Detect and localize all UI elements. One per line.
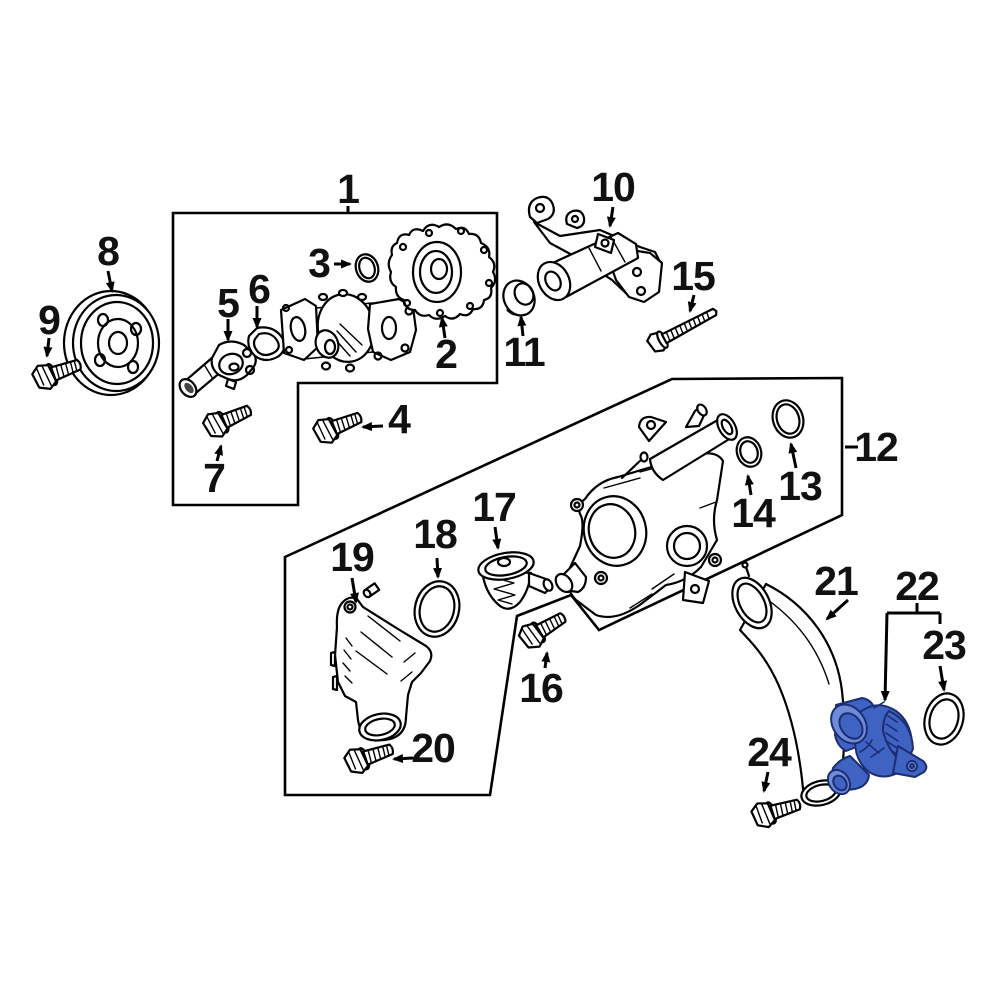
- part-thermostat-housing[interactable]: [552, 403, 741, 619]
- callout-10[interactable]: 10: [591, 164, 636, 210]
- callout-3[interactable]: 3: [308, 240, 331, 286]
- part-bolt-20[interactable]: [341, 735, 398, 778]
- group-box-1: [171, 211, 499, 507]
- part-bypass-connector[interactable]: [176, 340, 257, 401]
- leader-24: [761, 771, 771, 793]
- callout-7[interactable]: 7: [203, 455, 226, 501]
- callout-23[interactable]: 23: [922, 622, 967, 668]
- callout-1[interactable]: 1: [337, 166, 360, 212]
- leader-16: [541, 651, 551, 669]
- callout-14[interactable]: 14: [731, 490, 777, 536]
- callout-13[interactable]: 13: [778, 463, 823, 509]
- part-bracket-10[interactable]: [527, 195, 664, 306]
- callout-2[interactable]: 2: [435, 331, 458, 377]
- leader-13: [788, 442, 798, 469]
- part-seal-11[interactable]: [498, 275, 541, 321]
- leader-15: [687, 294, 697, 313]
- leader-18: [433, 557, 443, 579]
- leader-8: [105, 270, 115, 293]
- leader-lines: [43, 206, 947, 793]
- leader-4: [361, 422, 384, 432]
- part-outlet-tube-21[interactable]: [724, 561, 846, 810]
- callout-18[interactable]: 18: [413, 511, 458, 557]
- part-water-pump-body[interactable]: [279, 288, 418, 373]
- part-thermostat[interactable]: [476, 548, 554, 610]
- leader-14: [744, 474, 754, 496]
- group-box-12: [283, 376, 844, 797]
- callout-8[interactable]: 8: [97, 228, 120, 274]
- callout-5[interactable]: 5: [217, 280, 240, 326]
- leader-7: [214, 444, 224, 462]
- leader-23: [938, 665, 947, 692]
- callout-9[interactable]: 9: [38, 297, 61, 343]
- callout-labels: 1 2 3 4 5 6 7 8 9 10 11 12 13 14 15 16 1…: [38, 164, 967, 775]
- callout-15[interactable]: 15: [671, 253, 716, 299]
- callout-20[interactable]: 20: [411, 725, 456, 771]
- callout-19[interactable]: 19: [330, 534, 375, 580]
- callout-21[interactable]: 21: [814, 558, 859, 604]
- part-bolt-24[interactable]: [748, 790, 805, 832]
- part-water-outlet-highlighted[interactable]: [823, 697, 928, 799]
- leader-22-arrow: [880, 612, 890, 702]
- part-bolt-7[interactable]: [199, 396, 257, 443]
- part-housing-cover-19[interactable]: [329, 582, 433, 744]
- leader-11: [517, 315, 527, 337]
- part-pulley[interactable]: [62, 289, 161, 397]
- part-seal-ring-18[interactable]: [409, 577, 465, 642]
- part-oring-13[interactable]: [768, 396, 808, 441]
- part-oring-3[interactable]: [352, 251, 382, 284]
- leader-19: [350, 577, 359, 604]
- leader-2: [438, 316, 448, 339]
- leader-17: [492, 526, 502, 550]
- part-oring-23[interactable]: [919, 689, 970, 749]
- leader-21: [825, 598, 850, 621]
- part-oring-14[interactable]: [733, 434, 765, 470]
- leader-10: [606, 206, 616, 228]
- leader-20: [392, 754, 414, 764]
- callout-16[interactable]: 16: [519, 665, 564, 711]
- part-bolt-4[interactable]: [309, 403, 367, 449]
- callout-4[interactable]: 4: [388, 396, 412, 442]
- callout-6[interactable]: 6: [248, 266, 271, 312]
- leader-22-bracket: [887, 603, 942, 624]
- part-gasket-6[interactable]: [247, 326, 286, 362]
- callout-17[interactable]: 17: [472, 484, 517, 530]
- callout-24[interactable]: 24: [747, 729, 793, 775]
- callout-11[interactable]: 11: [503, 329, 546, 375]
- callout-12[interactable]: 12: [854, 424, 899, 470]
- part-screw-15[interactable]: [644, 301, 723, 357]
- part-pump-cover-plate[interactable]: [387, 223, 497, 320]
- leader-9: [43, 337, 53, 358]
- callout-22[interactable]: 22: [895, 563, 940, 609]
